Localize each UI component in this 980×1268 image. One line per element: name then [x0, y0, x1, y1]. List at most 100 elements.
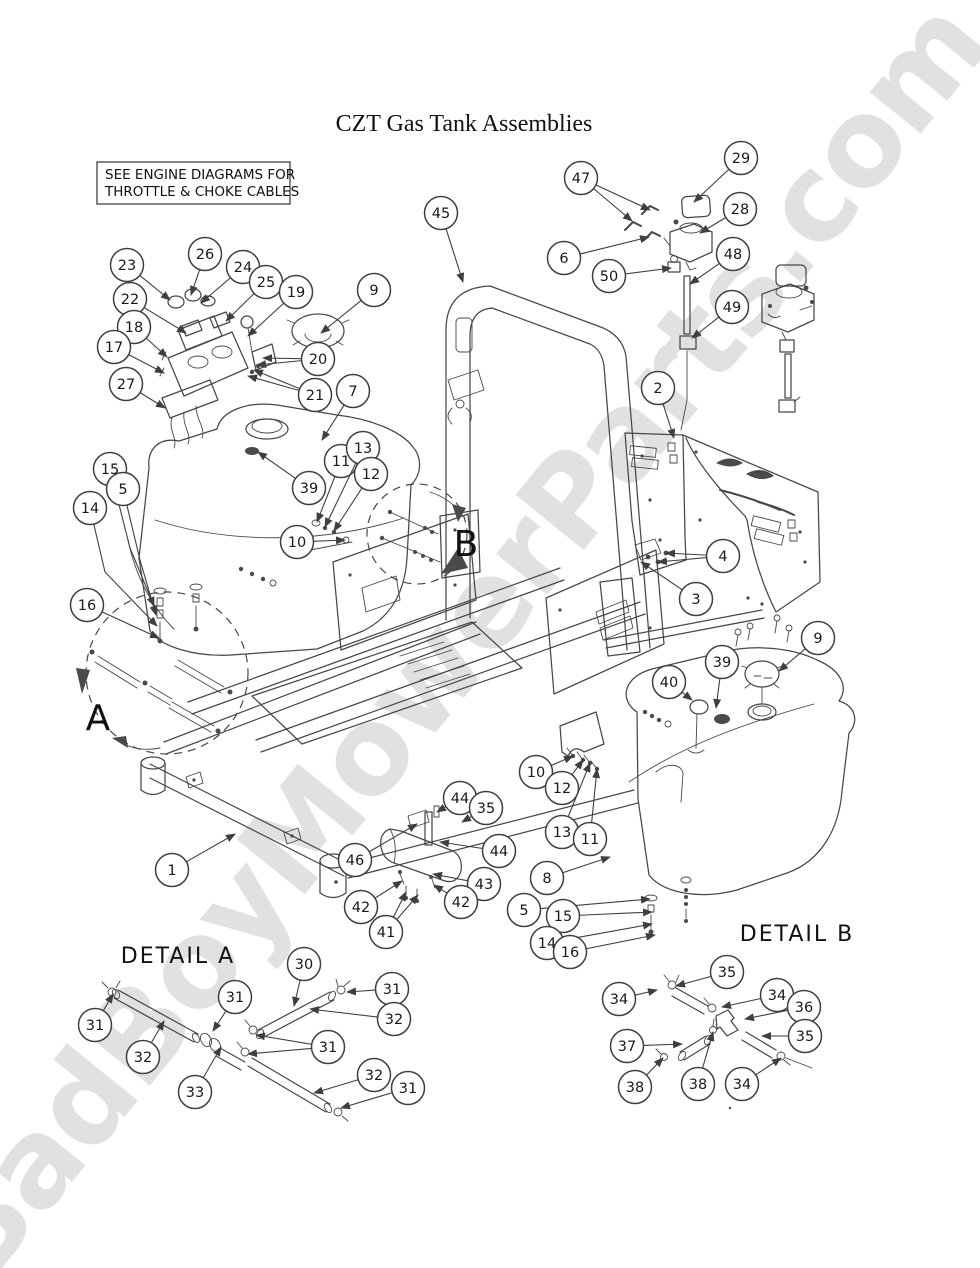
svg-text:13: 13	[553, 825, 571, 841]
svg-text:11: 11	[581, 832, 599, 848]
svg-text:6: 6	[559, 251, 568, 267]
callout-16: 16	[552, 934, 588, 970]
leader-line-20	[262, 354, 302, 363]
leader-line-25	[225, 293, 255, 322]
rops-roll-bar	[439, 285, 651, 657]
svg-text:34: 34	[610, 992, 628, 1008]
svg-text:36: 36	[795, 1000, 813, 1016]
callout-32: 32	[356, 1057, 392, 1093]
svg-text:24: 24	[234, 260, 252, 276]
leader-line-31	[255, 1032, 312, 1045]
leader-line-43	[432, 871, 468, 882]
fuel-tube-48	[683, 275, 691, 335]
leader-line-6	[579, 235, 650, 255]
leader-line-31	[340, 1092, 393, 1110]
svg-text:10: 10	[527, 765, 545, 781]
callout-46: 46	[337, 842, 373, 878]
leader-line-5	[126, 504, 158, 616]
callout-44: 44	[442, 780, 478, 816]
leader-line-48	[689, 262, 720, 285]
callout-36: 36	[786, 989, 822, 1025]
svg-text:20: 20	[309, 352, 327, 368]
leader-line-23	[139, 274, 171, 301]
callout-40: 40	[651, 664, 687, 700]
svg-text:39: 39	[713, 655, 731, 671]
svg-text:3: 3	[691, 592, 700, 608]
callout-31: 31	[310, 1029, 346, 1065]
clamp-strip-35	[424, 811, 433, 846]
leader-line-15	[579, 908, 653, 917]
svg-text:11: 11	[332, 454, 350, 470]
leader-line-1	[186, 833, 236, 863]
fuel-valve-assembly-right	[761, 264, 815, 413]
leader-line-36	[744, 1009, 788, 1022]
leader-line-11	[316, 476, 336, 523]
leader-line-45	[445, 228, 465, 283]
detail-a-parts	[101, 978, 351, 1122]
leader-line-4	[665, 549, 707, 558]
detail-a-label: DETAIL A	[121, 944, 235, 969]
knob-23	[167, 295, 185, 309]
callout-9: 9	[800, 620, 836, 656]
leader-line-21	[253, 369, 300, 390]
callout-32: 32	[125, 1039, 161, 1075]
bad-boy-logo	[716, 458, 795, 516]
svg-text:1: 1	[167, 863, 176, 879]
leader-line-38	[646, 1057, 664, 1076]
pickup-body-28	[669, 223, 713, 263]
callout-41: 41	[368, 914, 404, 950]
svg-text:21: 21	[306, 388, 324, 404]
panel-mount-pins	[734, 614, 793, 647]
callout-16: 16	[69, 587, 105, 623]
hose-clamp-49	[679, 335, 697, 350]
svg-text:32: 32	[134, 1050, 152, 1066]
svg-text:34: 34	[733, 1077, 751, 1093]
left-tank-filler-neck	[245, 418, 289, 440]
svg-text:33: 33	[186, 1085, 204, 1101]
svg-text:16: 16	[78, 598, 96, 614]
wiring-connector	[161, 379, 219, 419]
hook-fitting-6	[643, 231, 661, 241]
leader-line-22	[143, 307, 187, 334]
svg-text:38: 38	[689, 1077, 707, 1093]
callout-35: 35	[787, 1018, 823, 1054]
leader-line-7	[321, 404, 345, 441]
leader-line-34	[634, 988, 658, 996]
svg-text:23: 23	[118, 258, 136, 274]
callout-11: 11	[572, 821, 608, 857]
leader-line-18	[145, 337, 168, 358]
svg-text:35: 35	[718, 965, 736, 981]
svg-text:50: 50	[600, 269, 618, 285]
svg-text:42: 42	[452, 895, 470, 911]
svg-text:35: 35	[477, 801, 495, 817]
callout-45: 45	[423, 195, 459, 231]
callout-2: 2	[640, 370, 676, 406]
svg-text:31: 31	[86, 1018, 104, 1034]
leader-line-21	[247, 374, 300, 392]
svg-text:9: 9	[369, 283, 378, 299]
svg-text:44: 44	[451, 791, 469, 807]
callout-5: 5	[105, 471, 141, 507]
callout-35: 35	[468, 790, 504, 826]
svg-text:32: 32	[385, 1012, 403, 1028]
callout-42: 42	[443, 884, 479, 920]
leader-line-13	[324, 462, 357, 528]
leader-line-35	[461, 814, 473, 823]
leader-line-32	[150, 1020, 165, 1044]
leader-line-10	[550, 755, 574, 766]
left-fuel-tank	[127, 403, 421, 656]
svg-text:34: 34	[768, 988, 786, 1004]
leader-line-24	[200, 277, 231, 304]
callout-17: 17	[96, 329, 132, 365]
left-tank-grommet	[245, 447, 259, 455]
callout-28: 28	[722, 191, 758, 227]
callout-20: 20	[300, 341, 336, 377]
leader-line-26	[190, 269, 201, 296]
leader-line-31	[102, 993, 114, 1012]
leader-line-42	[433, 884, 448, 894]
callout-6: 6	[546, 240, 582, 276]
svg-text:15: 15	[554, 909, 572, 925]
note-line-2: THROTTLE & CHOKE CABLES	[104, 184, 299, 200]
callout-47: 47	[563, 160, 599, 196]
